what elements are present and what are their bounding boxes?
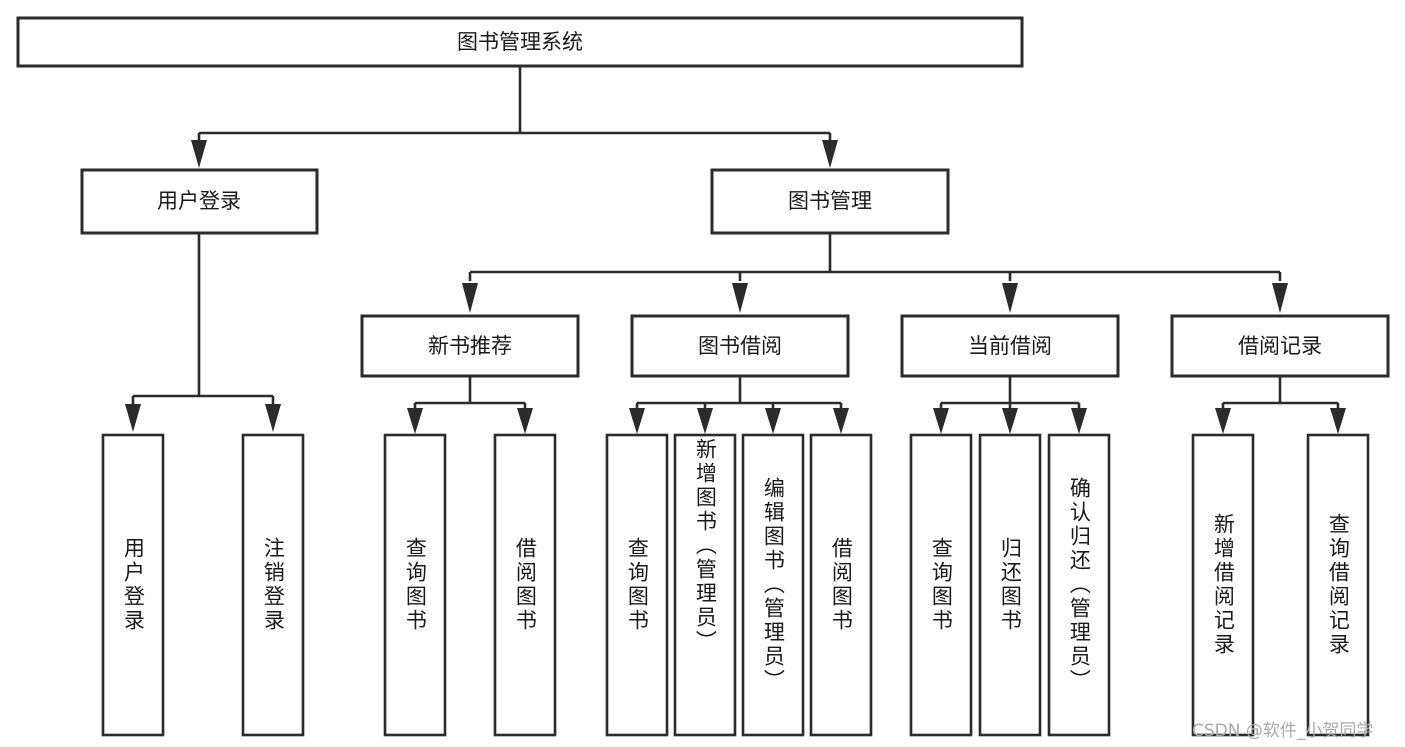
node-borrow-records[interactable]: 借阅记录 [1170,314,1390,378]
node-root-label: 图书管理系统 [457,30,583,54]
connector-userlogin-to-leaves [125,233,281,432]
leaf-box-return-books[interactable] [978,433,1042,737]
connector-bookborrow-to-leaves [629,376,849,434]
node-book-management-label: 图书管理 [788,189,872,213]
connector-borrowrecords-to-leaves [1215,376,1346,434]
node-book-management[interactable]: 图书管理 [710,168,950,235]
node-new-book-recommend[interactable]: 新书推荐 [360,314,580,378]
node-current-borrow-label: 当前借阅 [968,334,1052,358]
node-borrow-records-label: 借阅记录 [1238,334,1322,358]
connector-bookmgmt-to-level3 [462,233,1288,313]
watermark-text: CSDN @软件_小贺同学 [1192,721,1374,741]
node-user-login[interactable]: 用户登录 [80,168,319,235]
leaf-box-user-login[interactable] [101,433,165,737]
connector-root-to-level2 [191,66,838,168]
node-root-book-management-system[interactable]: 图书管理系统 [16,16,1024,68]
connector-currentborrow-to-leaves [933,376,1087,434]
leaf-box-add-book-admin[interactable] [673,433,737,737]
node-book-borrow-label: 图书借阅 [698,334,782,358]
leaf-box-query-borrow-record[interactable] [1306,433,1370,737]
node-new-book-recommend-label: 新书推荐 [428,334,512,358]
leaf-box-query-books-bb[interactable] [605,433,669,737]
leaf-box-query-books-nb[interactable] [383,433,447,737]
connector-newbook-to-leaves [407,376,533,434]
leaf-box-query-books-cb[interactable] [909,433,973,737]
node-book-borrow[interactable]: 图书借阅 [630,314,850,378]
node-user-login-label: 用户登录 [157,189,241,213]
leaf-box-logout[interactable] [241,433,305,737]
leaf-box-add-borrow-record[interactable] [1191,433,1255,737]
leaf-box-borrow-books-nb[interactable] [493,433,557,737]
leaf-box-borrow-books-bb[interactable] [809,433,873,737]
leaf-box-confirm-return-admin[interactable] [1047,433,1111,737]
node-current-borrow[interactable]: 当前借阅 [900,314,1120,378]
leaf-box-edit-book-admin[interactable] [741,433,805,737]
